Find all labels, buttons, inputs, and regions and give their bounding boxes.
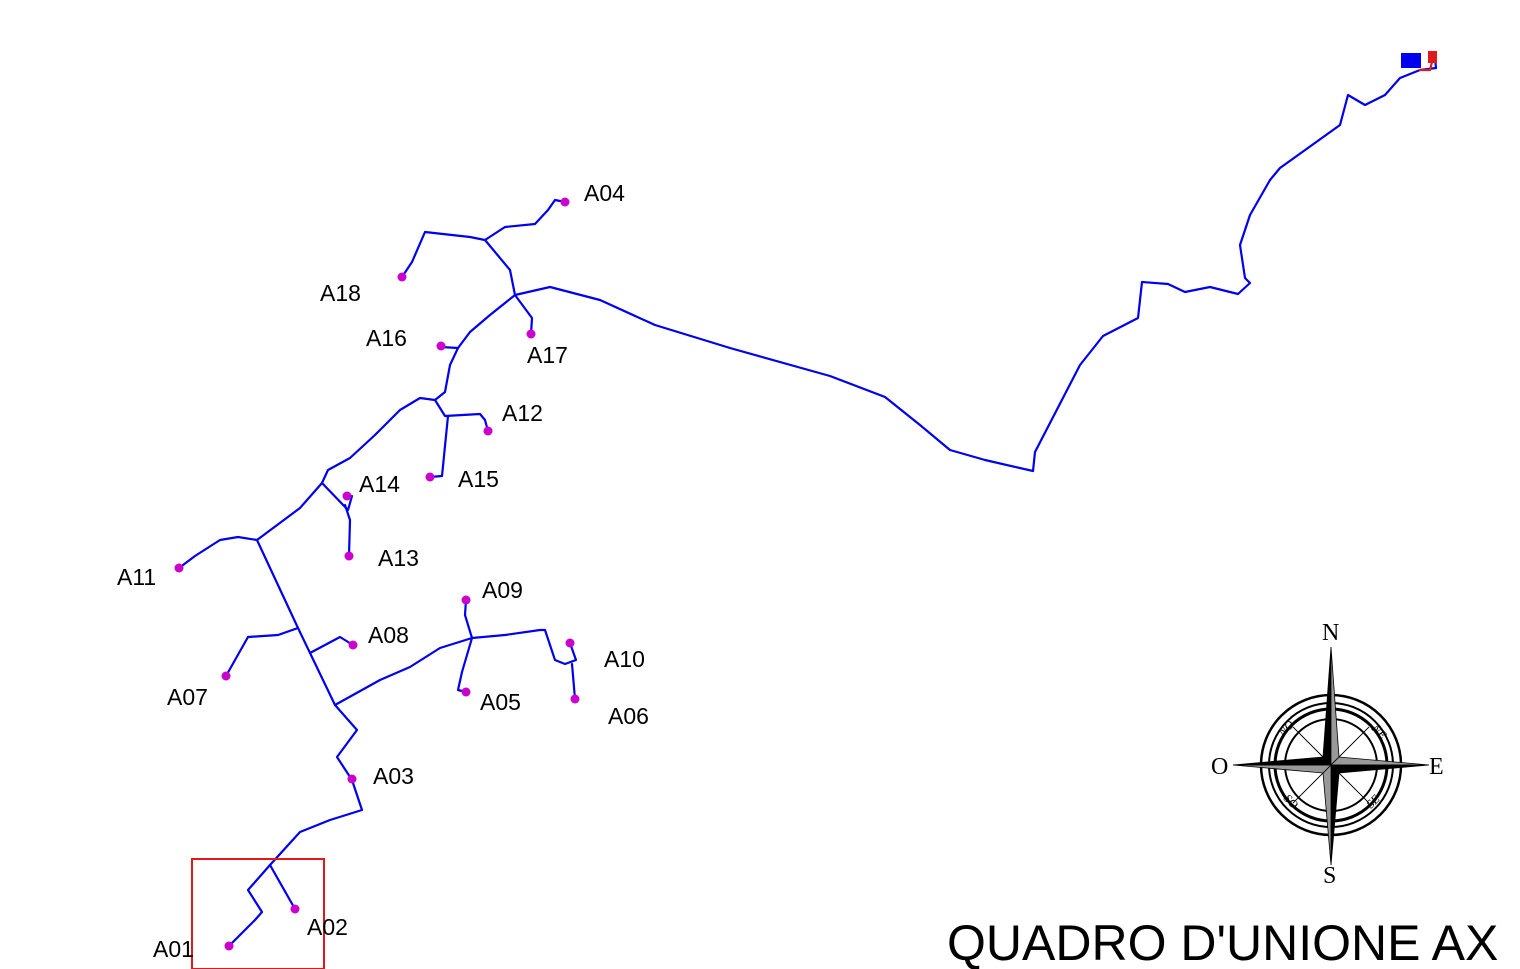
label-a14: A14 xyxy=(359,471,400,497)
branch-a18 xyxy=(400,230,487,279)
compass-south-label: S xyxy=(1323,863,1336,889)
label-a06: A06 xyxy=(608,703,649,729)
branch-a17 xyxy=(513,293,534,336)
label-a02: A02 xyxy=(307,914,348,940)
point-a12[interactable] xyxy=(483,426,493,436)
branch-a07 xyxy=(224,626,300,678)
spine-upper xyxy=(255,293,517,542)
label-a05: A05 xyxy=(480,689,521,715)
label-a01: A01 xyxy=(153,936,194,962)
point-a13[interactable] xyxy=(344,551,354,561)
branch-a12 xyxy=(433,398,490,433)
compass-west-label: O xyxy=(1211,754,1228,780)
pipeline-network xyxy=(177,56,1438,948)
point-a16[interactable] xyxy=(436,341,446,351)
compass-east-label: E xyxy=(1429,754,1444,780)
endpoint-connector-line xyxy=(1418,60,1434,72)
point-a09[interactable] xyxy=(461,595,471,605)
point-a18[interactable] xyxy=(397,272,407,282)
label-a07: A07 xyxy=(167,684,208,710)
label-a03: A03 xyxy=(373,763,414,789)
label-a16: A16 xyxy=(366,325,407,351)
endpoint-marker-blue xyxy=(1401,53,1421,68)
label-a13: A13 xyxy=(378,545,419,571)
highlight-frame xyxy=(191,858,325,969)
branch-a14-a13 xyxy=(320,481,354,512)
branch-a05-a09-a10 xyxy=(333,628,578,707)
point-a05[interactable] xyxy=(461,687,471,697)
point-markers xyxy=(174,197,580,951)
branch-a08 xyxy=(308,635,355,655)
branch-a04 xyxy=(483,198,567,297)
point-a07[interactable] xyxy=(221,671,231,681)
main-trunk-line xyxy=(513,56,1438,473)
point-a01[interactable] xyxy=(224,941,234,951)
compass-north-label: N xyxy=(1322,620,1339,646)
map-title: QUADRO D'UNIONE AX xyxy=(947,915,1498,969)
branch-a13 xyxy=(343,503,352,558)
point-a04[interactable] xyxy=(560,197,570,207)
point-a03[interactable] xyxy=(347,774,357,784)
label-a11: A11 xyxy=(117,564,156,590)
label-a09: A09 xyxy=(482,577,523,603)
point-a15[interactable] xyxy=(425,472,435,482)
point-a06[interactable] xyxy=(570,694,580,704)
label-a18: A18 xyxy=(320,280,361,306)
label-a08: A08 xyxy=(368,622,409,648)
branch-a02 xyxy=(268,863,297,911)
compass-rose: N S E O NE NO SE SO xyxy=(1211,620,1444,889)
point-a08[interactable] xyxy=(348,640,358,650)
branch-a11 xyxy=(177,535,259,570)
branch-a15 xyxy=(428,414,450,479)
compass-cardinal-points xyxy=(1232,646,1430,866)
branch-a05 xyxy=(456,636,474,694)
label-a04: A04 xyxy=(584,180,625,206)
point-labels: A01 A02 A03 A04 A05 A06 A07 A08 A09 A10 … xyxy=(117,180,649,962)
point-a02[interactable] xyxy=(290,904,300,914)
spine-lower xyxy=(227,538,364,948)
branch-a06 xyxy=(570,662,577,701)
branch-a09 xyxy=(463,598,474,640)
label-a15: A15 xyxy=(458,466,499,492)
endpoint-marker-red xyxy=(1428,51,1437,63)
point-a11[interactable] xyxy=(174,563,184,573)
point-a17[interactable] xyxy=(526,329,536,339)
label-a12: A12 xyxy=(502,400,543,426)
point-a14[interactable] xyxy=(342,491,352,501)
point-a10[interactable] xyxy=(565,638,575,648)
label-a10: A10 xyxy=(604,646,645,672)
label-a17: A17 xyxy=(527,342,568,368)
